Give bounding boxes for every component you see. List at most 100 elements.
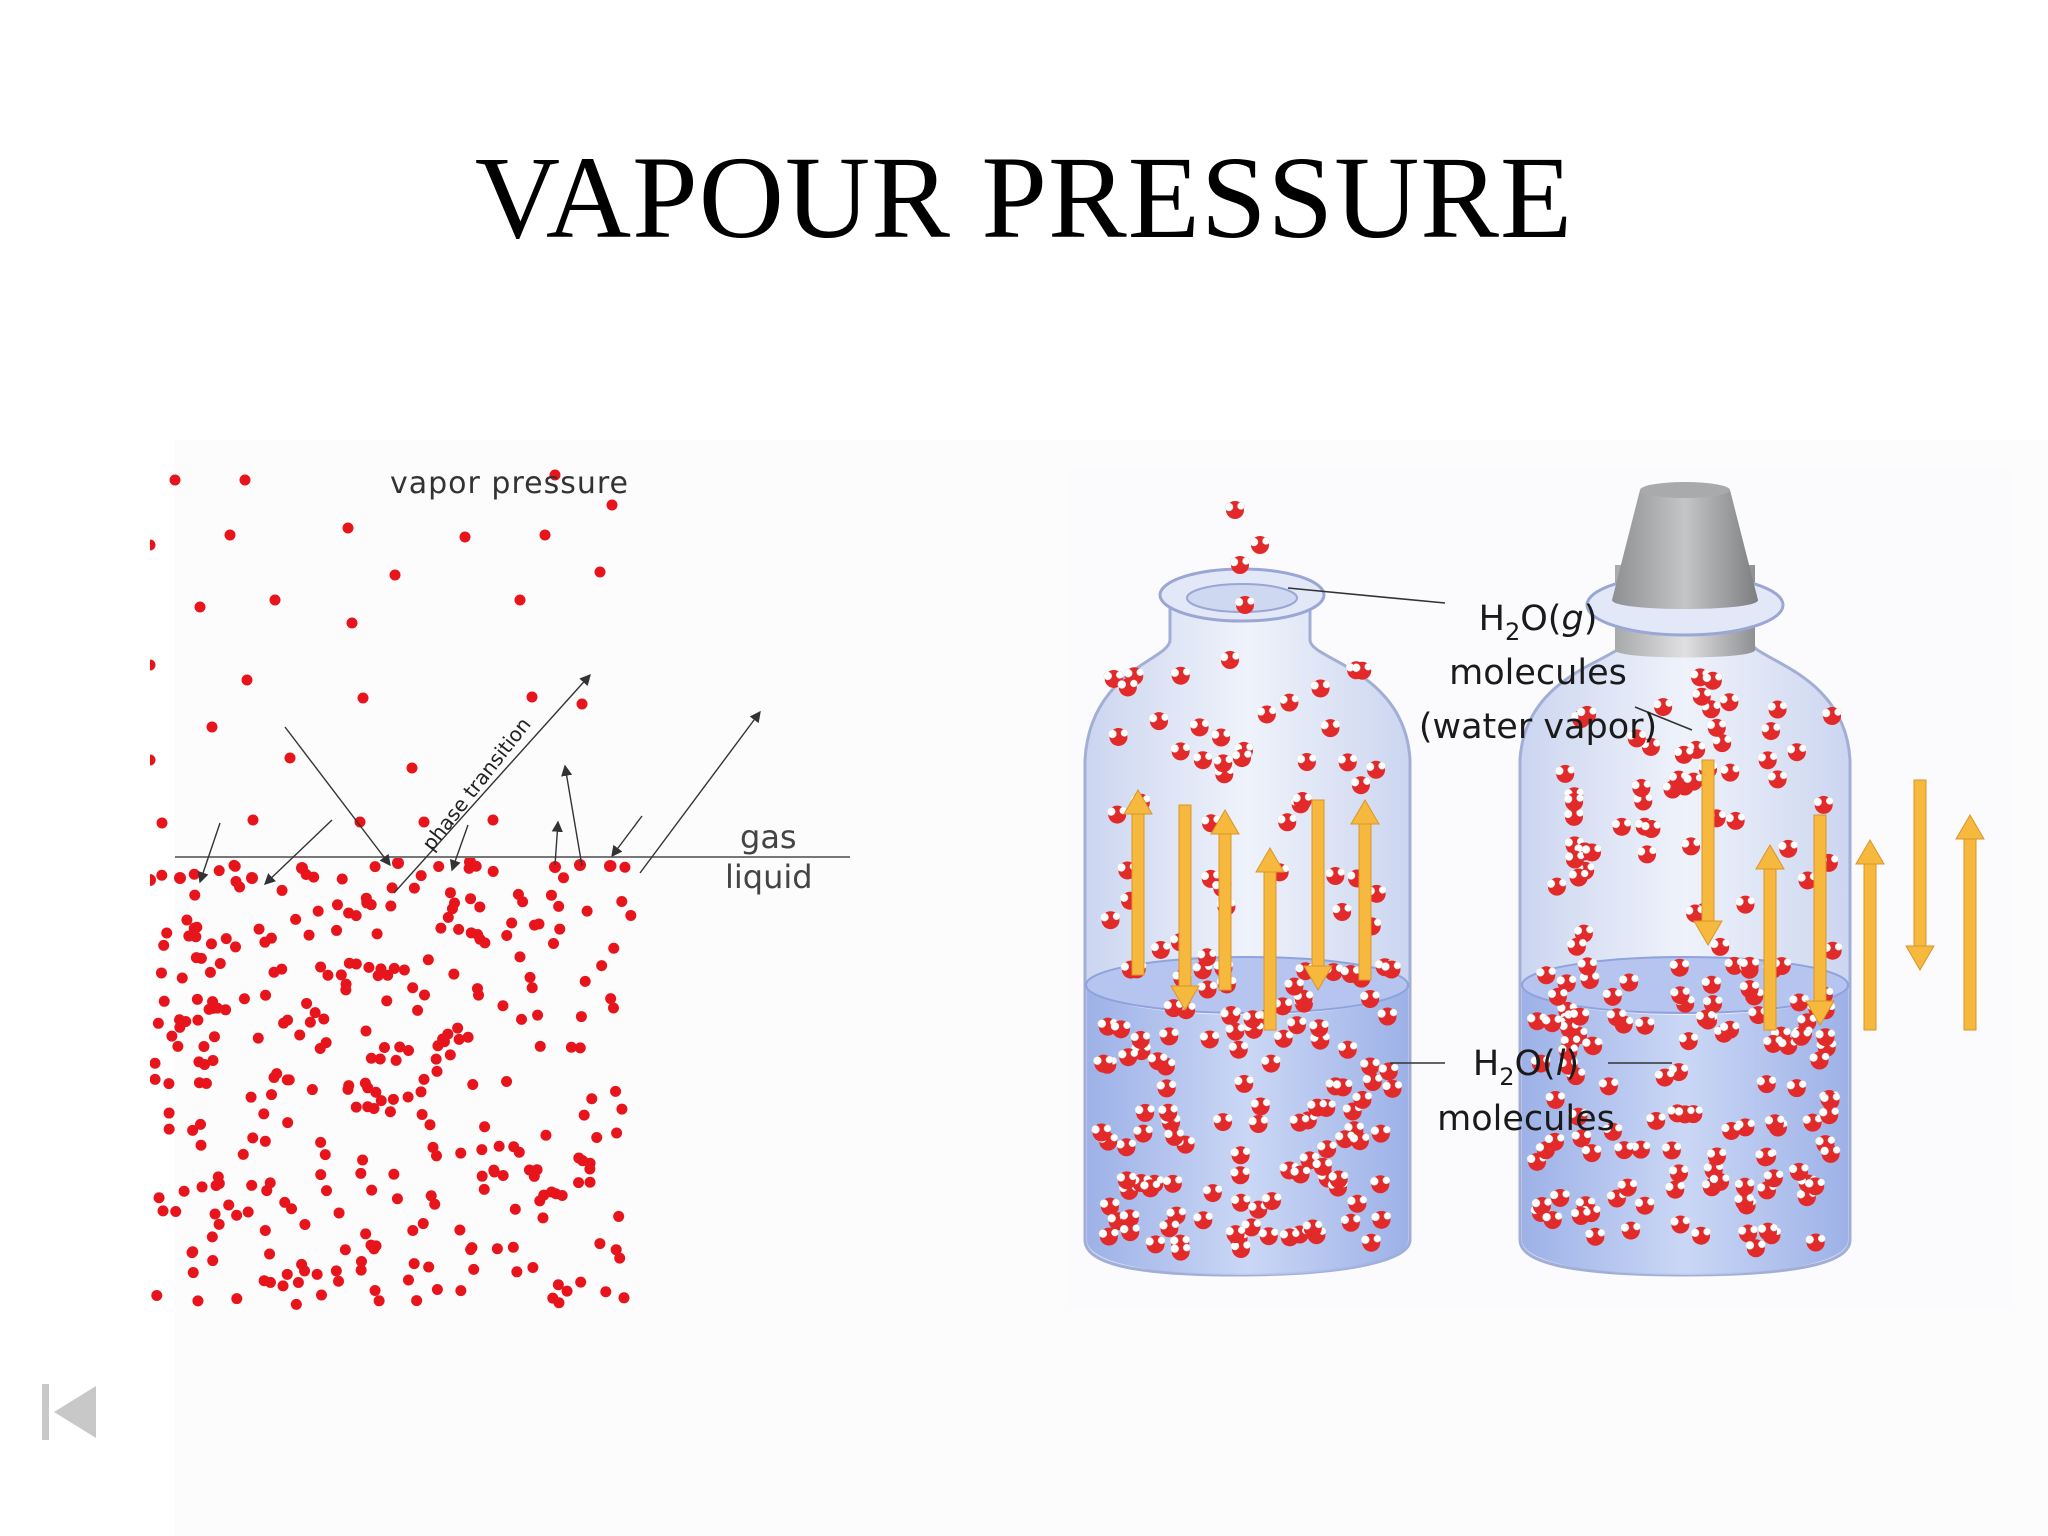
particle bbox=[315, 1136, 327, 1148]
water-molecule bbox=[1316, 1140, 1337, 1159]
water-molecule bbox=[1701, 975, 1722, 994]
particle bbox=[258, 1108, 270, 1120]
liquid-molecules-label: H2O(l) bbox=[1473, 1044, 1579, 1091]
first-slide-icon bbox=[42, 1384, 96, 1440]
particle bbox=[427, 1141, 439, 1153]
particle bbox=[360, 1025, 372, 1037]
water-molecule bbox=[1719, 1020, 1740, 1039]
particle bbox=[150, 874, 156, 886]
water-molecule bbox=[1739, 980, 1760, 999]
particle bbox=[370, 1240, 382, 1252]
particle bbox=[408, 882, 420, 894]
water-molecule bbox=[1091, 1123, 1112, 1142]
particle bbox=[575, 1276, 587, 1288]
particle bbox=[195, 1139, 207, 1151]
water-molecule bbox=[1547, 987, 1568, 1006]
water-molecule bbox=[1284, 977, 1305, 996]
water-molecule bbox=[1310, 679, 1331, 698]
particle bbox=[253, 923, 265, 935]
particle bbox=[205, 938, 217, 950]
particle bbox=[514, 594, 526, 606]
water-molecule bbox=[1563, 793, 1584, 812]
water-molecule bbox=[1670, 1215, 1691, 1234]
particle bbox=[604, 860, 616, 872]
particle bbox=[488, 1164, 500, 1176]
particle bbox=[166, 1030, 178, 1042]
water-molecule bbox=[1678, 1032, 1699, 1051]
arrow-up bbox=[1123, 789, 1153, 976]
water-molecule bbox=[1229, 556, 1250, 574]
particle-group bbox=[150, 469, 637, 1310]
particle bbox=[411, 1295, 423, 1307]
particle bbox=[230, 941, 242, 953]
particle bbox=[613, 1210, 625, 1222]
water-molecule bbox=[1757, 751, 1778, 770]
particle bbox=[549, 861, 561, 873]
water-molecule bbox=[1542, 1211, 1563, 1230]
particle bbox=[594, 566, 606, 578]
particle bbox=[474, 901, 486, 913]
water-molecule bbox=[1370, 1124, 1391, 1143]
particle bbox=[526, 982, 538, 994]
water-molecule bbox=[1571, 1129, 1592, 1148]
particle bbox=[554, 923, 566, 935]
particle bbox=[390, 1054, 402, 1066]
particle bbox=[552, 1279, 564, 1291]
particle bbox=[224, 529, 236, 541]
water-molecule bbox=[1279, 1228, 1300, 1247]
arrow-up bbox=[1350, 799, 1380, 981]
particle bbox=[539, 529, 551, 541]
arrow-down bbox=[1805, 814, 1835, 1026]
liquid-label: liquid bbox=[725, 858, 813, 896]
arrow-down bbox=[1170, 804, 1200, 1011]
water-molecule bbox=[1230, 1166, 1251, 1185]
particle bbox=[264, 1177, 276, 1189]
water-molecule bbox=[1770, 1026, 1791, 1045]
water-molecule bbox=[1563, 807, 1584, 826]
particle bbox=[268, 1071, 280, 1083]
water-molecule bbox=[1230, 1240, 1251, 1259]
particle bbox=[382, 969, 394, 981]
water-molecule bbox=[1805, 1233, 1826, 1252]
particle bbox=[169, 474, 181, 486]
particle bbox=[435, 922, 447, 934]
particle bbox=[573, 1177, 585, 1189]
particle bbox=[281, 1268, 293, 1280]
particle bbox=[213, 865, 225, 877]
particle bbox=[350, 910, 362, 922]
particle bbox=[155, 967, 167, 979]
particle bbox=[206, 1231, 218, 1243]
water-molecule bbox=[1130, 1030, 1151, 1049]
particle bbox=[264, 1248, 276, 1260]
water-molecule bbox=[1745, 1239, 1766, 1258]
particle bbox=[442, 911, 454, 923]
water-molecule bbox=[1210, 728, 1231, 747]
particle bbox=[455, 1285, 467, 1297]
particle bbox=[178, 1185, 190, 1197]
particle bbox=[260, 989, 272, 1001]
water-molecule bbox=[1228, 1040, 1249, 1059]
particle bbox=[189, 889, 201, 901]
particle bbox=[524, 971, 536, 983]
arrow-up bbox=[1255, 847, 1285, 1031]
particle bbox=[584, 1176, 596, 1188]
water-molecule bbox=[1791, 1027, 1812, 1046]
particle bbox=[501, 1076, 513, 1088]
particle bbox=[591, 1131, 603, 1143]
water-molecule bbox=[1382, 1079, 1403, 1098]
water-molecule bbox=[1630, 1140, 1651, 1159]
particle bbox=[415, 870, 427, 882]
water-molecule bbox=[1098, 1227, 1119, 1246]
particle bbox=[174, 872, 186, 884]
first-slide-button[interactable] bbox=[38, 1380, 102, 1444]
particle bbox=[453, 923, 465, 935]
particle bbox=[265, 932, 277, 944]
water-molecule bbox=[1695, 1009, 1716, 1028]
water-molecule bbox=[1359, 990, 1380, 1009]
water-molecule bbox=[1256, 705, 1277, 724]
particle bbox=[527, 1262, 539, 1274]
particle bbox=[157, 1205, 169, 1217]
water-molecule bbox=[1569, 1007, 1590, 1026]
water-molecule bbox=[1308, 1019, 1329, 1038]
particle bbox=[357, 1154, 369, 1166]
